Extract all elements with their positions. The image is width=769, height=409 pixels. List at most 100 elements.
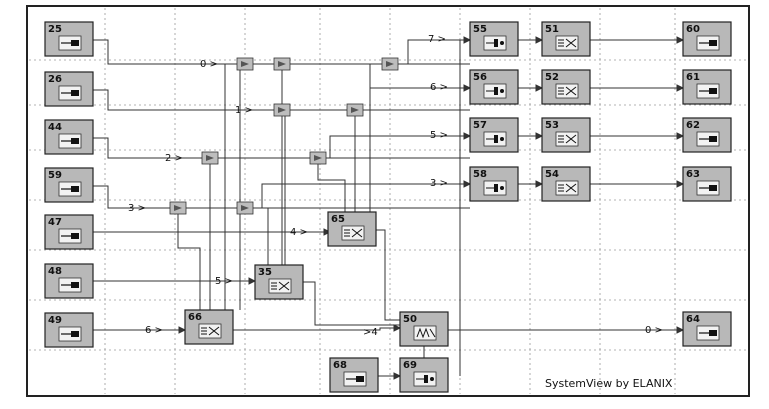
tap-arrow-icon xyxy=(206,155,214,161)
port-icon xyxy=(356,376,364,382)
wire xyxy=(233,327,400,331)
port-label: 6 > xyxy=(145,325,163,336)
tap-arrow-icon xyxy=(174,205,182,211)
mixer-cross-icon xyxy=(278,281,290,291)
block-label: 55 xyxy=(473,24,487,35)
block-61[interactable]: 61 xyxy=(682,69,732,105)
block-44[interactable]: 44 xyxy=(44,119,94,155)
arrowhead xyxy=(676,326,685,334)
pulse-bar-icon xyxy=(494,87,498,95)
mixer-cross-icon xyxy=(565,86,577,96)
block-51[interactable]: 51 xyxy=(541,21,591,57)
arrowhead xyxy=(248,277,257,285)
block-68[interactable]: 68 xyxy=(329,357,379,393)
port-label: 7 > xyxy=(428,34,446,45)
tap-arrow-icon xyxy=(386,61,394,67)
blocks[interactable]: 25 26 44 59 47 48 49 66 35 65 55 56 57 58 51 52 53 54 60 61… xyxy=(44,21,732,393)
port-icon xyxy=(71,233,79,239)
mixer-cross-icon xyxy=(351,228,363,238)
port-icon xyxy=(709,40,717,46)
arrowhead xyxy=(178,326,187,334)
block-64[interactable]: 64 xyxy=(682,311,732,347)
tap-arrow-icon xyxy=(278,107,286,113)
block-label: 44 xyxy=(48,122,62,133)
wires xyxy=(93,36,685,380)
pulse-dot-icon xyxy=(430,377,434,381)
block-label: 51 xyxy=(545,24,559,35)
arrowhead xyxy=(463,84,472,92)
pulse-bar-icon xyxy=(494,135,498,143)
block-label: 35 xyxy=(258,267,272,278)
arrowhead xyxy=(323,228,332,236)
block-66[interactable]: 66 xyxy=(184,309,234,345)
block-47[interactable]: 47 xyxy=(44,214,94,250)
block-35[interactable]: 35 xyxy=(254,264,304,300)
port-icon xyxy=(709,88,717,94)
port-label: 6 > xyxy=(430,82,448,93)
mixer-cross-icon xyxy=(208,326,220,336)
mixer-cross-icon xyxy=(565,38,577,48)
pulse-dot-icon xyxy=(500,186,504,190)
block-25[interactable]: 25 xyxy=(44,21,94,57)
block-label: 66 xyxy=(188,312,202,323)
pulse-bar-icon xyxy=(494,39,498,47)
port-labels: 0 >1 >2 >3 >4 >5 >6 >7 >6 >5 >3 >0 >>4 xyxy=(128,34,663,338)
port-label: 5 > xyxy=(430,130,448,141)
pulse-dot-icon xyxy=(500,137,504,141)
wire xyxy=(222,63,226,310)
block-label: 63 xyxy=(686,169,700,180)
arrowhead xyxy=(393,372,402,380)
tap-arrow-icon xyxy=(241,61,249,67)
tap-arrow-icon xyxy=(278,61,286,67)
block-56[interactable]: 56 xyxy=(469,69,519,105)
block-label: 52 xyxy=(545,72,559,83)
port-icon xyxy=(709,185,717,191)
port-icon xyxy=(709,330,717,336)
block-63[interactable]: 63 xyxy=(682,166,732,202)
wire xyxy=(177,208,201,310)
block-54[interactable]: 54 xyxy=(541,166,591,202)
block-label: 48 xyxy=(48,266,62,277)
port-icon xyxy=(71,331,79,337)
block-50[interactable]: 50 xyxy=(399,311,449,347)
wire xyxy=(93,185,470,209)
block-59[interactable]: 59 xyxy=(44,167,94,203)
arrowhead xyxy=(463,132,472,140)
block-label: 65 xyxy=(331,214,345,225)
block-label: 26 xyxy=(48,74,62,85)
block-label: 50 xyxy=(403,314,417,325)
block-label: 58 xyxy=(473,169,487,180)
block-26[interactable]: 26 xyxy=(44,71,94,107)
block-60[interactable]: 60 xyxy=(682,21,732,57)
pulse-bar-icon xyxy=(494,184,498,192)
wire xyxy=(376,229,400,321)
block-label: 57 xyxy=(473,120,487,131)
dmux-icon xyxy=(416,327,436,339)
port-label: 0 > xyxy=(645,325,663,336)
block-48[interactable]: 48 xyxy=(44,263,94,299)
arrowhead xyxy=(535,180,544,188)
block-label: 61 xyxy=(686,72,700,83)
block-52[interactable]: 52 xyxy=(541,69,591,105)
block-label: 56 xyxy=(473,72,487,83)
block-65[interactable]: 65 xyxy=(327,211,377,247)
block-58[interactable]: 58 xyxy=(469,166,519,202)
block-53[interactable]: 53 xyxy=(541,117,591,153)
port-icon xyxy=(71,282,79,288)
block-57[interactable]: 57 xyxy=(469,117,519,153)
arrowhead xyxy=(463,180,472,188)
port-label: 3 > xyxy=(430,178,448,189)
port-icon xyxy=(71,138,79,144)
block-69[interactable]: 69 xyxy=(399,357,449,393)
tap-arrow-icon xyxy=(351,107,359,113)
block-label: 53 xyxy=(545,120,559,131)
wire xyxy=(317,158,346,212)
block-label: 54 xyxy=(545,169,559,180)
block-49[interactable]: 49 xyxy=(44,312,94,348)
block-55[interactable]: 55 xyxy=(469,21,519,57)
block-62[interactable]: 62 xyxy=(682,117,732,153)
pulse-bar-icon xyxy=(424,375,428,383)
block-label: 59 xyxy=(48,170,62,181)
wire xyxy=(303,281,400,326)
